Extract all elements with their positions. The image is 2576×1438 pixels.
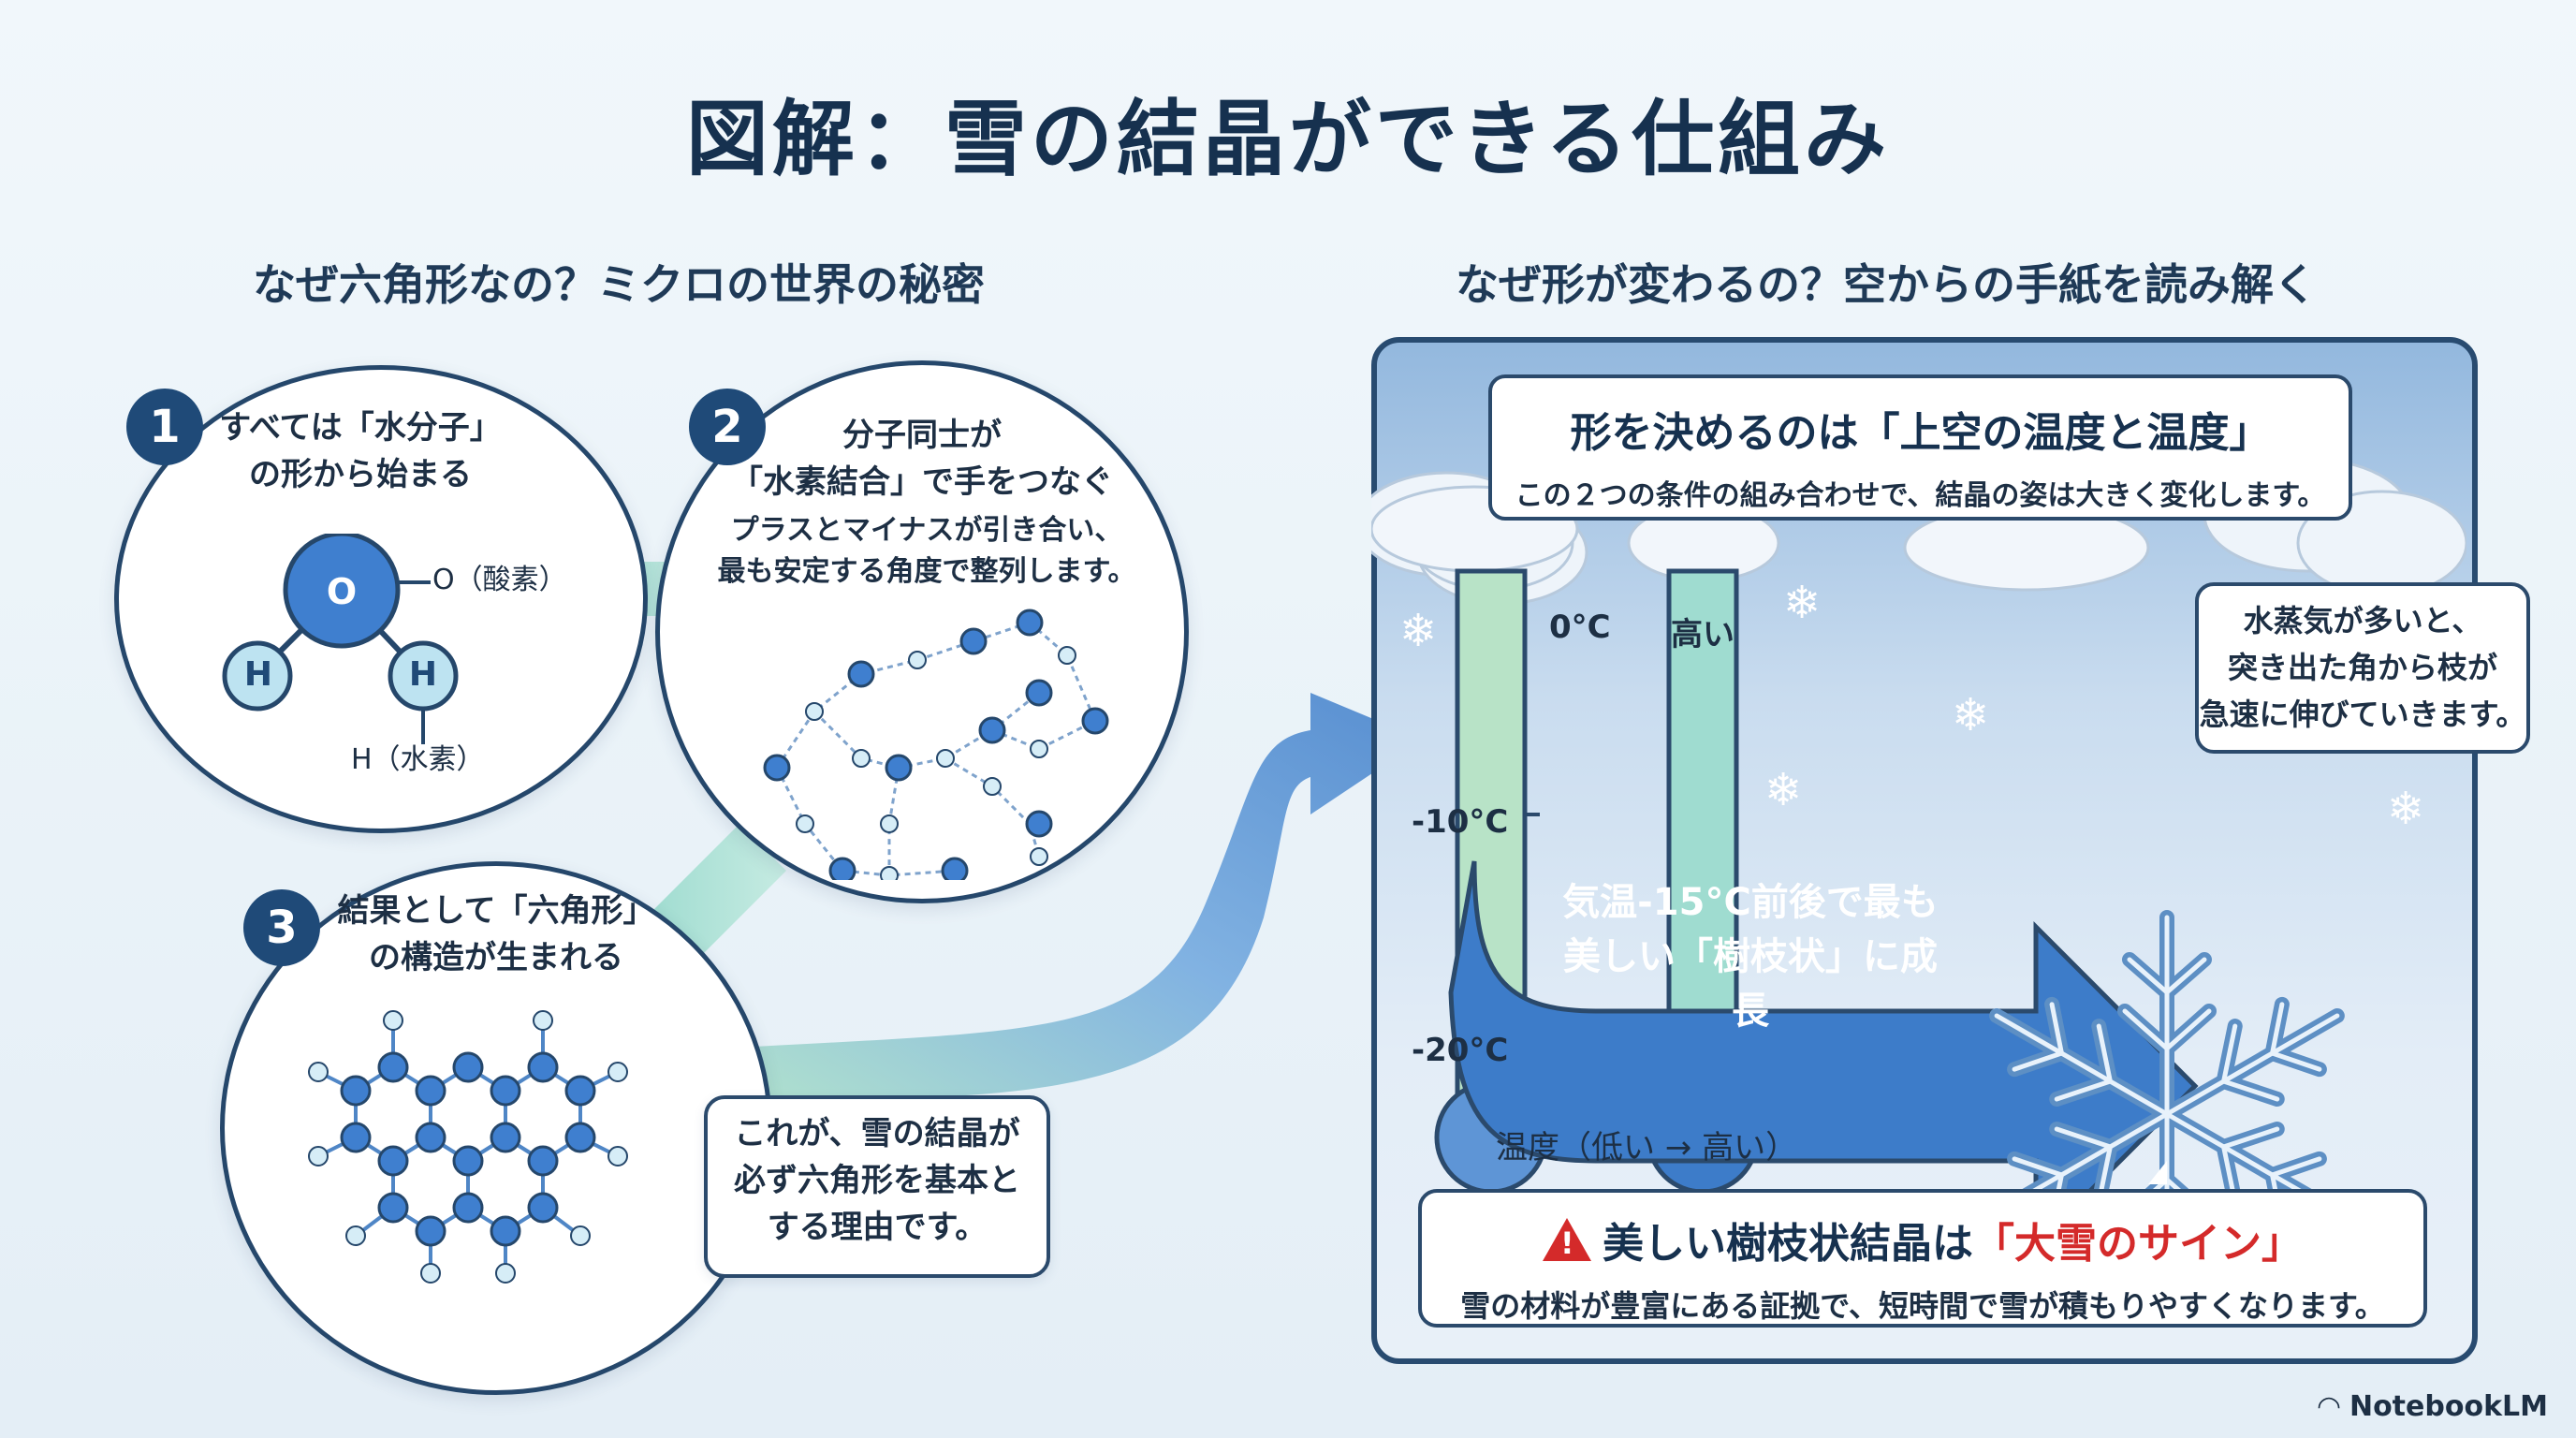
step2-desc-line2: 最も安定する角度で整列します。 <box>717 555 1136 588</box>
growth-arrow-text: 気温-15°C前後で最も 美しい「樹枝状」に成長 <box>1554 875 1947 1038</box>
oxygen-symbol: O <box>326 571 358 612</box>
heavy-snow-title: ! 美しい樹枝状結晶は「大雪のサイン」 <box>1422 1210 2423 1269</box>
temp-label-10: -10°C <box>1412 803 1509 841</box>
step1-text: すべては「水分子」 の形から始まる <box>206 404 515 498</box>
vapor-line2: 突き出た角から枝が <box>2227 650 2497 685</box>
hexagon-reason-callout: これが、雪の結晶が 必ず六角形を基本と する理由です。 <box>704 1095 1050 1278</box>
brand-logo: ◠ NotebookLM <box>2318 1390 2548 1423</box>
step2-badge: 2 <box>689 389 766 465</box>
heavy-snow-title-main: 美しい樹枝状結晶は <box>1603 1220 1973 1268</box>
panel-title-box: 形を決めるのは「上空の温度と温度」 この２つの条件の組み合わせで、結晶の姿は大き… <box>1488 374 2352 521</box>
warning-icon-mark: ! <box>1560 1225 1574 1261</box>
arrow-line1: 気温-15°C前後で最も <box>1562 881 1939 924</box>
temp-label-20: -20°C <box>1412 1032 1509 1069</box>
step1-badge: 1 <box>126 389 203 465</box>
small-snowflake-icon: ❄ <box>1764 764 1802 816</box>
step1-line1: すべては「水分子」 <box>219 409 502 447</box>
step2-text: 分子同士が 「水素結合」で手をつなぐ <box>711 412 1133 506</box>
step3-badge: 3 <box>243 889 320 966</box>
callout-line2: 必ず六角形を基本と <box>734 1162 1020 1199</box>
small-snowflake-icon: ❄ <box>2387 783 2424 835</box>
page-title: 図解：雪の結晶ができる仕組み <box>685 91 1891 187</box>
axis-label: 温度（低い → 高い） <box>1496 1129 1798 1167</box>
heavy-snow-title-highlight: 「大雪のサイン」 <box>1973 1220 2303 1268</box>
brand-icon: ◠ <box>2318 1390 2349 1423</box>
warning-icon: ! <box>1543 1218 1591 1261</box>
vapor-line1: 水蒸気が多いと、 <box>2243 603 2482 638</box>
step2-line1: 分子同士が <box>842 417 1002 454</box>
step2-line2: 「水素結合」で手をつなぐ <box>731 463 1113 501</box>
hydrogen-atom-left <box>222 640 293 712</box>
hexagonal-lattice <box>308 1010 628 1284</box>
oxygen-atom <box>283 534 401 649</box>
step3-line1: 結果として「六角形」 <box>337 892 655 930</box>
small-snowflake-icon: ❄ <box>1399 605 1437 657</box>
hydrogen-bond-network <box>763 609 1109 880</box>
vapor-line3: 急速に伸びていきます。 <box>2199 697 2526 732</box>
arrow-line2: 美しい「樹枝状」に成長 <box>1563 935 1938 1033</box>
water-molecule-diagram <box>222 534 459 744</box>
hydrogen-symbol-right: H <box>408 655 438 694</box>
step2-desc-line1: プラスとマイナスが引き合い、 <box>730 514 1123 547</box>
heavy-snow-sign-box: ! 美しい樹枝状結晶は「大雪のサイン」 雪の材料が豊富にある証拠で、短時間で雪が積… <box>1418 1189 2427 1328</box>
hydrogen-label: H（水素） <box>351 743 485 776</box>
temp-label-0: 0°C <box>1549 609 1611 646</box>
step2-desc: プラスとマイナスが引き合い、 最も安定する角度で整列します。 <box>711 510 1142 593</box>
brand-text: NotebookLM <box>2349 1390 2548 1423</box>
left-section-heading: なぜ六角形なの？ミクロの世界の秘密 <box>253 259 985 310</box>
step3-text: 結果として「六角形」 の構造が生まれる <box>318 888 674 981</box>
oxygen-label: O（酸素） <box>432 564 567 596</box>
callout-line3: する理由です。 <box>767 1209 988 1246</box>
flow-arrow <box>721 693 1423 1100</box>
step3-line2: の構造が生まれる <box>369 939 623 976</box>
vapor-callout: 水蒸気が多いと、 突き出た角から枝が 急速に伸びていきます。 <box>2195 582 2530 754</box>
right-section-heading: なぜ形が変わるの？空からの手紙を読み解く <box>1456 259 2317 310</box>
hydrogen-atom-right <box>388 640 459 712</box>
small-snowflake-icon: ❄ <box>1783 577 1821 629</box>
panel-subtitle: この２つの条件の組み合わせで、結晶の姿は大きく変化します。 <box>1515 479 2326 512</box>
heavy-snow-desc: 雪の材料が豊富にある証拠で、短時間で雪が積もりやすくなります。 <box>1460 1288 2385 1324</box>
hydrogen-symbol-left: H <box>243 655 273 694</box>
panel-title: 形を決めるのは「上空の温度と温度」 <box>1570 409 2271 457</box>
callout-line1: これが、雪の結晶が <box>734 1115 1020 1152</box>
high-label: 高い <box>1671 616 1734 653</box>
step1-line2: の形から始まる <box>249 456 472 493</box>
small-snowflake-icon: ❄ <box>1952 689 1989 741</box>
